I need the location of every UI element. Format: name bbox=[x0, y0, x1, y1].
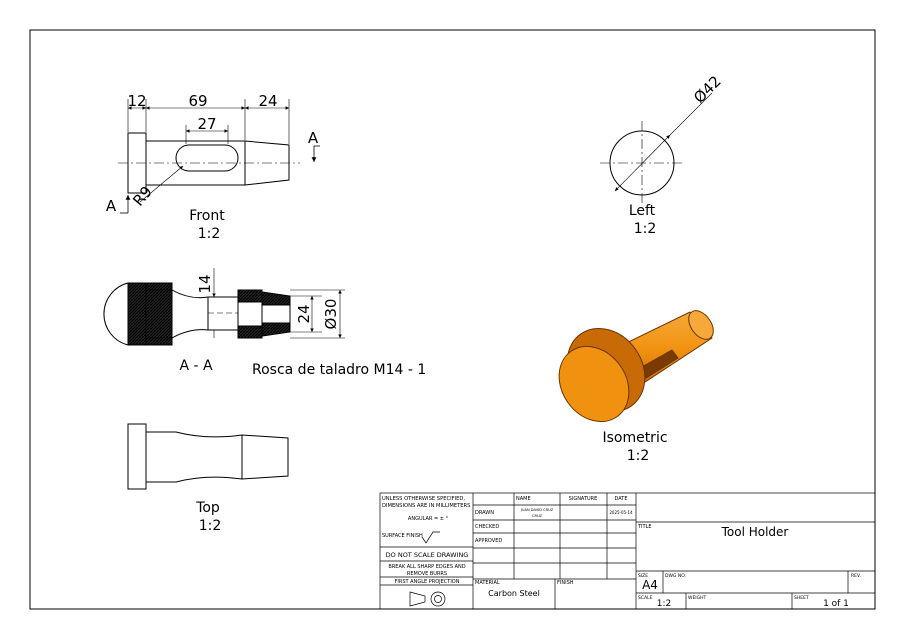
top-view-label: Top bbox=[195, 500, 220, 516]
dim-12: 12 bbox=[127, 92, 146, 110]
left-view bbox=[600, 92, 713, 205]
title-block bbox=[379, 492, 876, 610]
tb-sheet-label: SHEET bbox=[794, 595, 809, 601]
top-view-scale: 1:2 bbox=[199, 518, 222, 534]
tb-tolerance-2: DIMENSIONS ARE IN MILLIMETERS bbox=[382, 503, 470, 509]
section-marker-left: A bbox=[106, 197, 117, 215]
tb-row-checked: CHECKED bbox=[475, 524, 499, 530]
dim-24: 24 bbox=[258, 92, 277, 110]
tb-row-drawn: DRAWN bbox=[475, 510, 494, 516]
tb-drawn-name-1: JUAN DAVID CRUZ bbox=[520, 508, 554, 512]
tb-projection: FIRST ANGLE PROJECTION bbox=[395, 579, 460, 585]
tb-scale-label: SCALE bbox=[638, 595, 653, 601]
tb-dwg-label: DWG NO. bbox=[665, 573, 686, 579]
dim-dia30: Ø30 bbox=[322, 299, 340, 330]
tb-col-date: DATE bbox=[614, 496, 627, 502]
front-view-label: Front bbox=[189, 208, 225, 224]
tb-size: A4 bbox=[642, 578, 658, 592]
dim-dia42: Ø42 bbox=[690, 72, 725, 107]
tb-rev-label: REV. bbox=[851, 573, 861, 579]
dim-69: 69 bbox=[188, 92, 207, 110]
iso-view-scale: 1:2 bbox=[627, 448, 650, 464]
tb-angular: ANGULAR = ± ° bbox=[408, 516, 449, 522]
tb-sheet: 1 of 1 bbox=[823, 599, 849, 609]
tb-burrs-1: BREAK ALL SHARP EDGES AND bbox=[388, 564, 465, 570]
tb-row-approved: APPROVED bbox=[475, 538, 502, 544]
thread-note: Rosca de taladro M14 - 1 bbox=[252, 362, 426, 378]
section-marker-right: A bbox=[308, 129, 319, 147]
tb-col-name: NAME bbox=[516, 496, 531, 502]
tb-title-label: TITLE bbox=[637, 524, 652, 530]
iso-view-label: Isometric bbox=[602, 430, 667, 446]
tb-material-label: MATERIAL bbox=[475, 580, 500, 586]
tb-title: Tool Holder bbox=[721, 525, 789, 539]
top-view bbox=[127, 423, 289, 490]
isometric-view bbox=[558, 310, 714, 423]
tb-col-signature: SIGNATURE bbox=[569, 496, 598, 502]
front-view-scale: 1:2 bbox=[198, 226, 221, 242]
tb-weight-label: WEIGHT bbox=[688, 595, 706, 601]
tb-burrs-2: REMOVE BURRS bbox=[407, 571, 447, 577]
section-view bbox=[103, 268, 345, 346]
tb-tolerance-1: UNLESS OTHERWISE SPECIFIED, bbox=[382, 496, 465, 502]
tb-size-label: SIZE bbox=[638, 573, 648, 579]
tb-drawn-date: 2025-05-14 bbox=[609, 510, 633, 515]
tb-finish-label: FINISH bbox=[557, 580, 574, 586]
tb-material: Carbon Steel bbox=[488, 589, 540, 598]
tb-drawn-name-2: CRUZ bbox=[532, 514, 543, 518]
left-view-scale: 1:2 bbox=[634, 221, 657, 237]
tb-scale: 1:2 bbox=[657, 599, 671, 609]
dim-14: 14 bbox=[196, 274, 214, 293]
tb-no-scale: DO NOT SCALE DRAWING bbox=[386, 551, 469, 559]
dim-27: 27 bbox=[197, 115, 216, 133]
dim-r9: R9 bbox=[129, 183, 156, 210]
dim-24-section: 24 bbox=[295, 304, 313, 323]
front-view bbox=[118, 99, 320, 214]
tb-surface-finish: SURFACE FINISH bbox=[382, 533, 423, 539]
left-view-label: Left bbox=[629, 203, 656, 219]
section-view-label: A - A bbox=[179, 358, 213, 374]
title-block-text: UNLESS OTHERWISE SPECIFIED, DIMENSIONS A… bbox=[382, 496, 861, 609]
